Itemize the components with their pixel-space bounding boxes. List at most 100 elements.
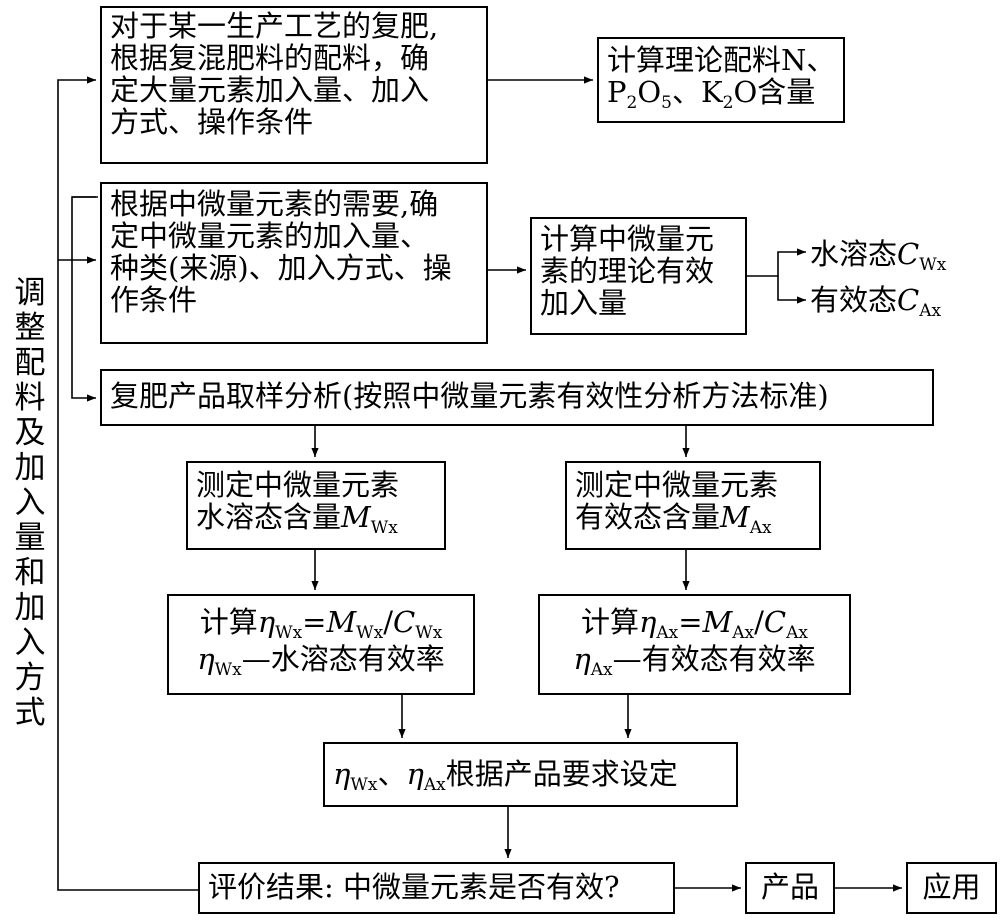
var-sub: Ax <box>749 518 772 538</box>
box-line: 水溶态含量MWx <box>196 500 436 537</box>
box-line: 计算中微量元 <box>540 222 715 256</box>
box-line: 有效态含量MAx <box>575 500 811 537</box>
box-line: 方式、操作条件 <box>110 105 314 139</box>
box-set-by-product-requirements: ηWx、ηAx根据产品要求设定 <box>323 742 738 807</box>
box-line: P2O5、K2O含量 <box>607 75 835 112</box>
box-line: 测定中微量元素 <box>575 468 779 502</box>
slash: / <box>754 605 764 639</box>
feedback-bracket <box>71 196 96 402</box>
box-compound-fertilizer-process: 对于某一生产工艺的复肥, 根据复混肥料的配料，确 定大量元素加入量、加入 方式、… <box>100 6 488 164</box>
c-sub: Wx <box>415 623 443 643</box>
side-char: 及 <box>14 415 46 451</box>
m-sub: Ax <box>732 623 755 643</box>
box-line: 种类(来源)、加入方式、操 <box>110 251 452 285</box>
box-line: 根据中微量元素的需要,确 <box>110 187 439 221</box>
m-symbol: M <box>702 605 733 639</box>
side-char: 入 <box>14 485 46 521</box>
box-application: 应用 <box>906 862 997 914</box>
c-sub: Ax <box>786 623 808 643</box>
eta-sub: Ax <box>656 623 679 643</box>
box-measure-available: 测定中微量元素 有效态含量MAx <box>565 461 821 550</box>
slash: / <box>383 605 394 639</box>
eta-sub: Ax <box>590 660 613 680</box>
label-sub: Wx <box>919 255 947 275</box>
side-char: 加 <box>14 590 46 626</box>
line-prefix: 有效态含量 <box>575 500 721 534</box>
eta-symbol: η <box>406 757 424 791</box>
box-line: 加入量 <box>540 286 628 320</box>
box-calc-eta-available: 计算ηAx=MAx/CAx ηAx—有效态有效率 <box>538 594 851 695</box>
side-char: 入 <box>14 625 46 661</box>
definition-line: ηWx—水溶态有效率 <box>177 642 465 679</box>
eta-sub: Wx <box>350 775 378 795</box>
label-text: 水溶态 <box>810 237 898 271</box>
label-water-soluble-state: 水溶态CWx <box>810 237 946 274</box>
eta-symbol: η <box>639 605 657 639</box>
box-line: 作条件 <box>110 283 198 317</box>
side-char: 量 <box>14 520 46 556</box>
feedback-line <box>57 76 198 891</box>
formula-prefix: 计算 <box>199 605 258 639</box>
label-available-state: 有效态CAx <box>810 283 941 320</box>
box-line: 根据复混肥料的配料，确 <box>110 41 430 75</box>
definition-text: —有效态有效率 <box>612 642 816 676</box>
box-calc-eta-water: 计算ηWx=MWx/CWx ηWx—水溶态有效率 <box>167 594 475 695</box>
split-line-lower <box>777 276 806 304</box>
eta-sub: Ax <box>423 775 446 795</box>
side-char: 配 <box>14 345 46 381</box>
box-line: 对于某一生产工艺的复肥, <box>110 9 439 43</box>
m-sub: Wx <box>356 623 384 643</box>
box-line: 素的理论有效 <box>540 254 715 288</box>
formula-line: 计算ηAx=MAx/CAx <box>548 605 841 642</box>
side-char: 料 <box>14 380 46 416</box>
box-line: 应用 <box>922 870 981 904</box>
box-product: 产品 <box>745 862 835 914</box>
var-m: M <box>720 500 750 534</box>
o-subscript: 5 <box>661 93 672 113</box>
box-line: ηWx、ηAx根据产品要求设定 <box>333 757 728 794</box>
eta-symbol: η <box>333 757 351 791</box>
side-char: 式 <box>14 695 46 731</box>
box-line: 测定中微量元素 <box>196 468 400 502</box>
definition-text: —水溶态有效率 <box>241 642 445 676</box>
side-label-adjust-formula: 调 整 配 料 及 加 入 量 和 加 入 方 式 <box>12 276 48 731</box>
box-line: 定大量元素加入量、加入 <box>110 73 430 107</box>
var-sub: Wx <box>370 518 398 538</box>
label-var: C <box>897 237 920 271</box>
c-symbol: C <box>393 605 416 639</box>
formula-line: 计算ηWx=MWx/CWx <box>177 605 465 642</box>
k-symbol: K <box>700 75 723 109</box>
var-m: M <box>341 500 371 534</box>
box-product-sampling-analysis: 复肥产品取样分析(按照中微量元素有效性分析方法标准) <box>100 369 934 426</box>
m-symbol: M <box>326 605 357 639</box>
box-line: 定中微量元素的加入量、 <box>110 219 430 253</box>
separator: 、 <box>377 757 407 791</box>
eta-symbol: η <box>573 642 591 676</box>
equals: = <box>678 605 703 639</box>
box-line: 计算理论配料N、 <box>607 43 836 77</box>
split-line <box>747 248 806 277</box>
side-char: 整 <box>14 310 46 346</box>
side-char: 调 <box>14 275 46 311</box>
box-measure-water-soluble: 测定中微量元素 水溶态含量MWx <box>186 461 446 550</box>
formula-prefix: 计算 <box>580 605 639 639</box>
separator: 、 <box>671 75 701 109</box>
label-sub: Ax <box>919 301 942 321</box>
box-line: 复肥产品取样分析(按照中微量元素有效性分析方法标准) <box>110 379 829 413</box>
label-var: C <box>897 283 920 317</box>
k-subscript: 2 <box>722 93 734 113</box>
box-evaluate-result: 评价结果: 中微量元素是否有效? <box>198 862 675 914</box>
o-symbol: O <box>637 75 662 109</box>
line-prefix: 水溶态含量 <box>196 500 342 534</box>
box-calc-micro-effective-amount: 计算中微量元 素的理论有效 加入量 <box>530 217 747 335</box>
side-char: 加 <box>14 450 46 486</box>
box-line: 产品 <box>760 870 819 904</box>
label-text: 有效态 <box>810 283 898 317</box>
box-micro-element-requirements: 根据中微量元素的需要,确 定中微量元素的加入量、 种类(来源)、加入方式、操 作… <box>100 182 488 344</box>
side-char: 方 <box>14 660 46 696</box>
definition-line: ηAx—有效态有效率 <box>548 642 841 679</box>
box-calc-theoretical-npk: 计算理论配料N、 P2O5、K2O含量 <box>597 37 845 123</box>
equals: = <box>302 605 327 639</box>
set-text: 根据产品要求设定 <box>445 757 678 791</box>
